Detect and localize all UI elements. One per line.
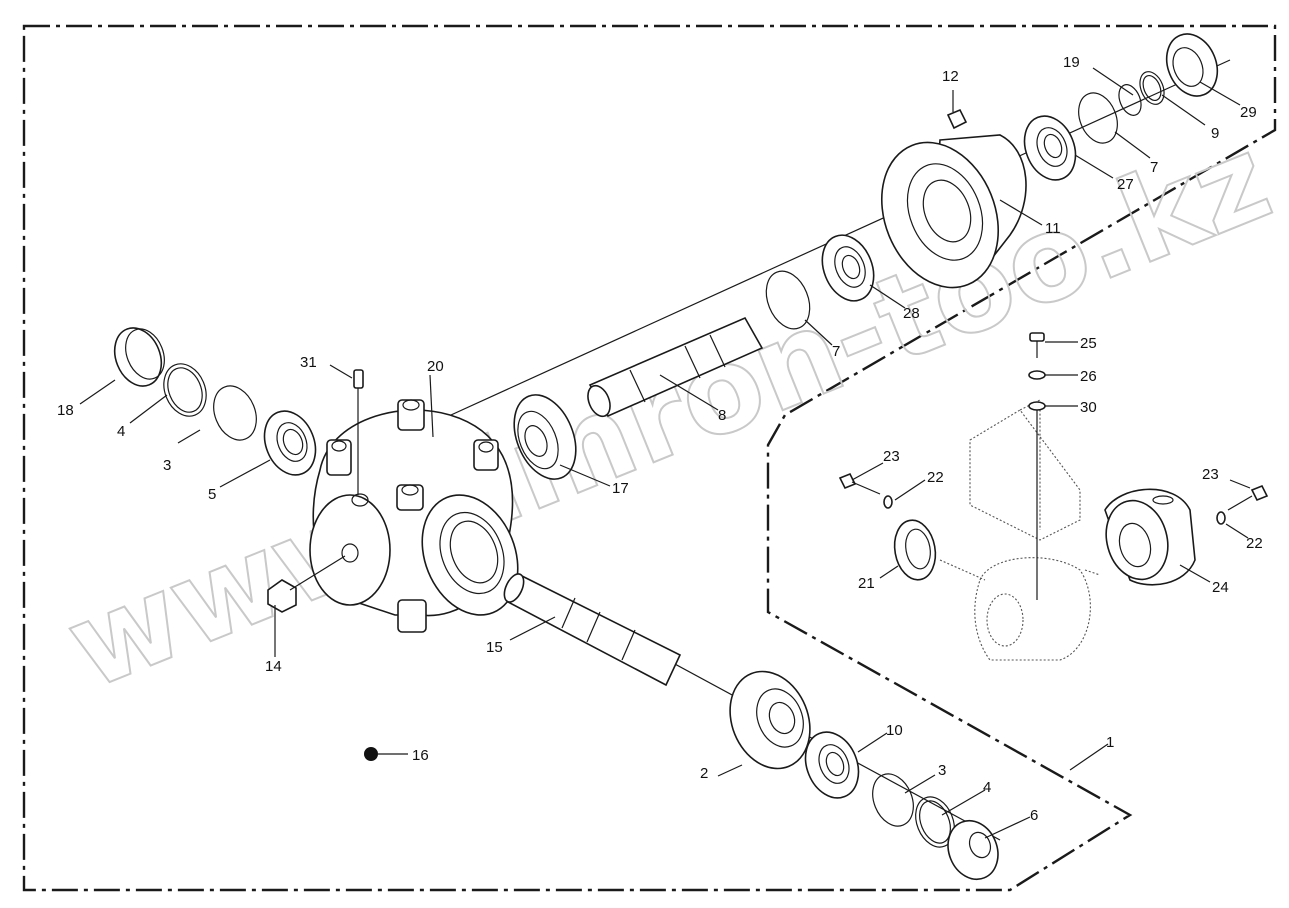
label-24: 24 [1212,579,1229,596]
part-11-flange-cover [880,134,1027,289]
label-9: 9 [1211,125,1219,142]
part-12-bolt [946,90,968,130]
part-31-grease-nipple [353,369,364,495]
part-30-washer [1028,401,1046,411]
label-6: 6 [1030,807,1038,824]
part-22-washer-right [1216,511,1226,525]
part-29-seal [1165,33,1219,97]
part-3-ring-left [213,385,257,441]
part-15-output-shaft [503,573,682,687]
label-8: 8 [718,407,726,424]
label-22-right: 22 [1246,535,1263,552]
assembly-boundary [22,24,1277,892]
label-28: 28 [903,305,920,322]
part-9-circlip [1139,71,1165,105]
label-18: 18 [57,402,74,419]
part-14-drain-plug [267,555,346,613]
label-23-left: 23 [883,448,900,465]
label-17: 17 [612,480,629,497]
label-7-inner: 7 [832,343,840,360]
label-27: 27 [1117,176,1134,193]
part-20-gearbox-housing [309,399,519,633]
label-23-right: 23 [1202,466,1219,483]
part-19-ring [1118,84,1142,116]
label-11: 11 [1045,220,1061,237]
part-3-ring-right [872,773,914,827]
label-7-outer: 7 [1150,159,1158,176]
part-7-oring-outer [1078,92,1118,144]
part-27-bearing [1023,115,1077,181]
part-7-oring-inner [765,270,811,330]
label-30: 30 [1080,399,1097,416]
part-8-input-shaft [587,316,764,418]
label-14: 14 [265,658,282,675]
label-3-right: 3 [938,762,946,779]
label-2: 2 [700,765,708,782]
label-12: 12 [942,68,959,85]
label-26: 26 [1080,368,1097,385]
part-5-bearing [263,410,317,476]
label-22-left: 22 [927,469,944,486]
part-25-bolt [1029,332,1045,358]
ghost-mounted-gearbox [939,399,1101,661]
label-5: 5 [208,486,216,503]
label-1: 1 [1106,734,1114,751]
label-25: 25 [1080,335,1097,352]
label-15: 15 [486,639,503,656]
part-17-bevel-gear [513,394,577,480]
watermark: www.simron-too.kz [49,108,1288,716]
label-29: 29 [1240,104,1257,121]
part-26-washer [1028,370,1046,380]
label-3-left: 3 [163,457,171,474]
part-22-washer-left [883,495,893,509]
part-2-bevel-gear [729,670,811,770]
part-23-bolt-left [838,472,881,495]
label-10: 10 [886,722,903,739]
label-20: 20 [427,358,444,375]
label-31: 31 [300,354,317,371]
part-16-marker-dot [364,747,378,761]
label-19: 19 [1063,54,1080,71]
part-4-circlip-left [163,363,207,417]
label-4-right: 4 [983,779,991,796]
label-4-left: 4 [117,423,125,440]
part-24-housing-cap [1104,488,1196,586]
label-16: 16 [412,747,429,764]
part-18-cap [113,327,165,387]
part-4-circlip-right [915,796,955,848]
part-10-bearing [804,731,860,799]
part-6-cap [947,819,999,881]
part-23-bolt-right [1227,484,1269,511]
part-28-bearing [821,234,875,302]
part-labels: 1 2 3 3 4 4 5 6 7 7 8 9 10 11 12 14 15 1… [57,54,1263,824]
label-21: 21 [858,575,875,592]
leader-lines [79,67,1251,839]
part-21-bush [893,519,937,581]
